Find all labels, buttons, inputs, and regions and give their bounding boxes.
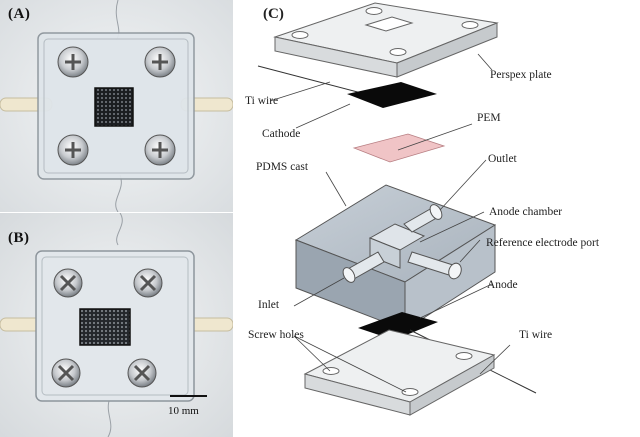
perspex-plate-top (273, 2, 499, 78)
outlet-tube (403, 204, 443, 233)
label-inlet: Inlet (258, 299, 280, 311)
reference-port-tube (407, 251, 462, 280)
label-anode: Anode (487, 279, 518, 291)
perspex-plate-bottom (303, 329, 496, 416)
label-outlet: Outlet (488, 153, 518, 165)
label-pem: PEM (477, 112, 501, 124)
label-pdms-cast: PDMS cast (256, 161, 309, 173)
photo-panel-a: (A) (0, 0, 233, 212)
cathode-layer (347, 82, 437, 108)
screw-head (144, 134, 176, 166)
panel-label-c: (C) (263, 6, 284, 22)
screw-head (133, 268, 163, 298)
screw-head (127, 358, 157, 388)
label-anode-chamber: Anode chamber (489, 206, 562, 218)
panel-label-b: (B) (8, 230, 30, 246)
photo-panel-b: (B) 10 mm (0, 213, 233, 437)
screw-head (57, 46, 89, 78)
anode-layer (358, 312, 438, 340)
screw-head (53, 268, 83, 298)
scale-bar-text: 10 mm (168, 405, 199, 417)
device-photo-b (0, 213, 233, 437)
screw-head (51, 358, 81, 388)
label-reference-electrode-port: Reference electrode port (486, 237, 600, 249)
device-photo-a (0, 0, 233, 212)
pem-layer (352, 133, 446, 163)
screw-head (144, 46, 176, 78)
label-cathode: Cathode (262, 128, 300, 140)
panel-label-a: (A) (8, 6, 31, 22)
leader-lines (269, 53, 511, 393)
exploded-diagram: (C) (245, 2, 600, 416)
label-perspex-plate: Perspex plate (490, 69, 552, 81)
label-screw-holes: Screw holes (248, 329, 304, 341)
inlet-tube (342, 251, 385, 283)
label-ti-wire-bottom: Ti wire (519, 329, 552, 341)
pdms-cast-block (294, 184, 497, 331)
label-ti-wire-top: Ti wire (245, 95, 278, 107)
screw-head (57, 134, 89, 166)
